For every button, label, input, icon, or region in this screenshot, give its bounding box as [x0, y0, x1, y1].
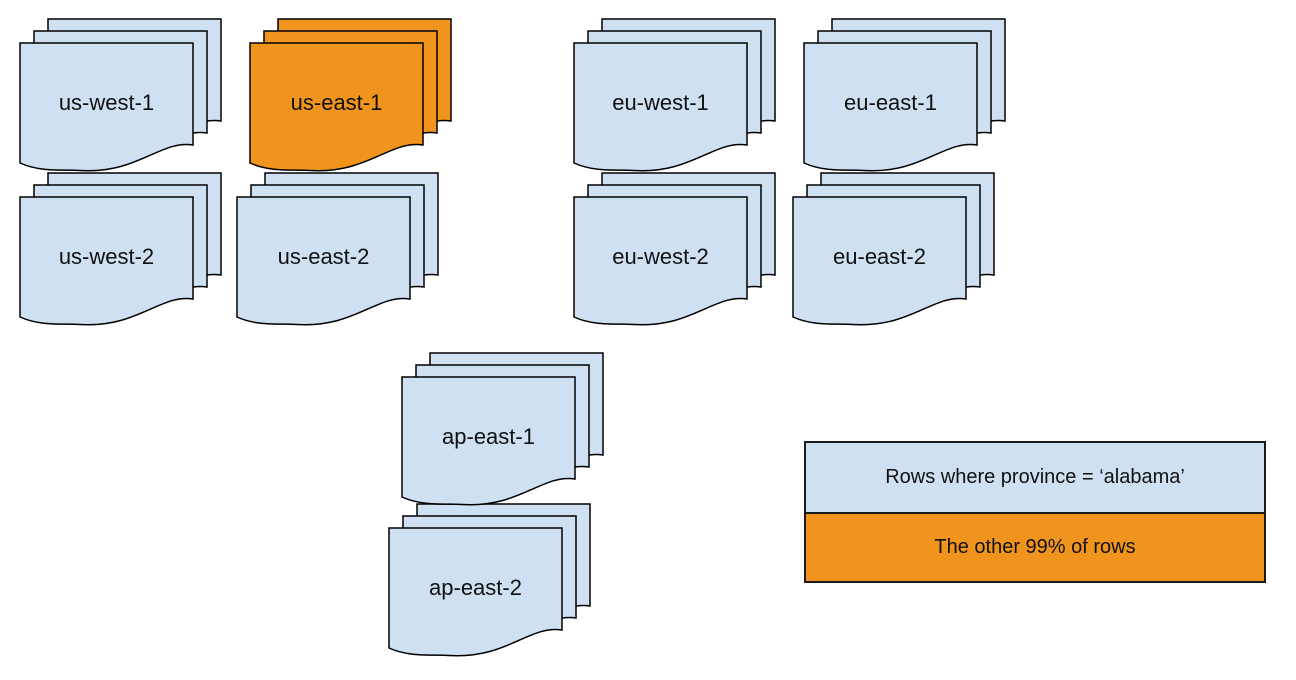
- document-stack-icon: [401, 352, 604, 506]
- document-stack-icon: [236, 172, 439, 326]
- region-stack-eu-west-2: eu-west-2: [572, 171, 777, 331]
- document-stack-icon: [19, 172, 222, 326]
- legend-item-label: The other 99% of rows: [934, 536, 1136, 558]
- document-stack-icon: [388, 503, 591, 657]
- region-stack-ap-east-2: ap-east-2: [387, 502, 592, 662]
- region-stack-eu-east-1: eu-east-1: [802, 17, 1007, 177]
- document-stack-icon: [803, 18, 1006, 172]
- region-stack-us-west-2: us-west-2: [18, 171, 223, 331]
- region-stack-us-west-1: us-west-1: [18, 17, 223, 177]
- document-stack-icon: [573, 18, 776, 172]
- legend-item-alabama-rows: Rows where province = ‘alabama’: [806, 443, 1264, 512]
- legend-item-other-rows: The other 99% of rows: [806, 512, 1264, 581]
- legend: Rows where province = ‘alabama’ The othe…: [804, 441, 1266, 583]
- document-stack-icon: [19, 18, 222, 172]
- region-stack-us-east-1: us-east-1: [248, 17, 453, 177]
- region-stack-ap-east-1: ap-east-1: [400, 351, 605, 511]
- document-stack-icon: [792, 172, 995, 326]
- document-stack-icon: [249, 18, 452, 172]
- legend-item-label: Rows where province = ‘alabama’: [885, 466, 1185, 488]
- region-stack-eu-east-2: eu-east-2: [791, 171, 996, 331]
- region-stack-us-east-2: us-east-2: [235, 171, 440, 331]
- document-stack-icon: [573, 172, 776, 326]
- region-stack-eu-west-1: eu-west-1: [572, 17, 777, 177]
